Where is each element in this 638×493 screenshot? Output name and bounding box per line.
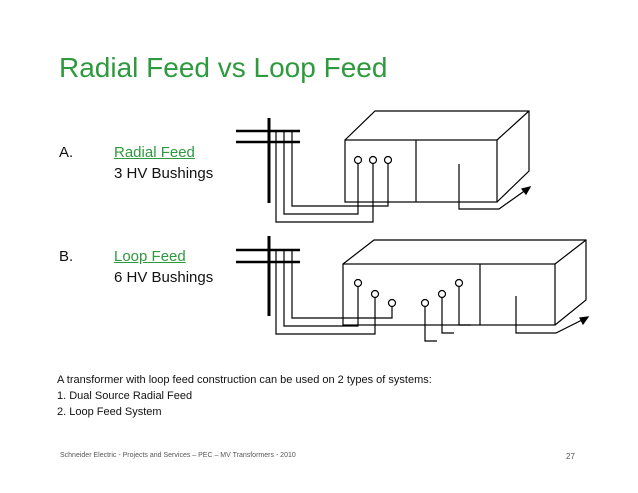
item-a-name: Radial Feed xyxy=(114,144,195,161)
loop-bushing-2 xyxy=(370,289,380,299)
loop-cable-2 xyxy=(283,250,359,327)
item-a-letter: A. xyxy=(59,144,74,161)
radial-bushing-2 xyxy=(368,155,378,165)
loop-lead-3 xyxy=(458,286,471,326)
item-a-detail: 3 HV Bushings xyxy=(114,165,214,182)
loop-lead-1 xyxy=(424,306,437,342)
item-b-detail: 6 HV Bushings xyxy=(114,269,214,286)
radial-cable-2 xyxy=(283,131,359,215)
note-item-2: 2. Loop Feed System xyxy=(57,406,162,418)
loop-bushing-1 xyxy=(353,278,363,288)
loop-feed-diagram xyxy=(236,236,590,342)
radial-feed-diagram xyxy=(236,110,532,223)
item-b-name: Loop Feed xyxy=(114,248,186,265)
loop-transformer xyxy=(342,239,587,326)
slide-title: Radial Feed vs Loop Feed xyxy=(59,52,388,83)
note-item-1: 1. Dual Source Radial Feed xyxy=(57,390,193,402)
radial-transformer xyxy=(344,110,530,203)
radial-cable-1 xyxy=(275,131,374,223)
loop-cable-1 xyxy=(275,250,376,335)
loop-lead-2 xyxy=(441,298,454,334)
radial-secondary-line xyxy=(458,164,531,210)
footer-text: Schneider Electric - Projects and Servic… xyxy=(60,452,296,459)
radial-bushing-1 xyxy=(353,155,363,165)
note-intro: A transformer with loop feed constructio… xyxy=(57,374,432,386)
radial-arrow-icon xyxy=(520,186,532,196)
loop-secondary-line xyxy=(515,296,589,334)
loop-arrow-icon xyxy=(579,316,590,326)
loop-bushing-6 xyxy=(454,278,464,288)
page-number: 27 xyxy=(566,452,575,461)
radial-cable-3 xyxy=(291,131,389,207)
item-b-letter: B. xyxy=(59,248,74,265)
loop-bushing-4 xyxy=(420,298,430,308)
radial-bushing-3 xyxy=(383,155,393,165)
loop-cable-3 xyxy=(291,250,393,319)
loop-bushing-3 xyxy=(387,298,397,308)
loop-bushing-5 xyxy=(437,289,447,299)
